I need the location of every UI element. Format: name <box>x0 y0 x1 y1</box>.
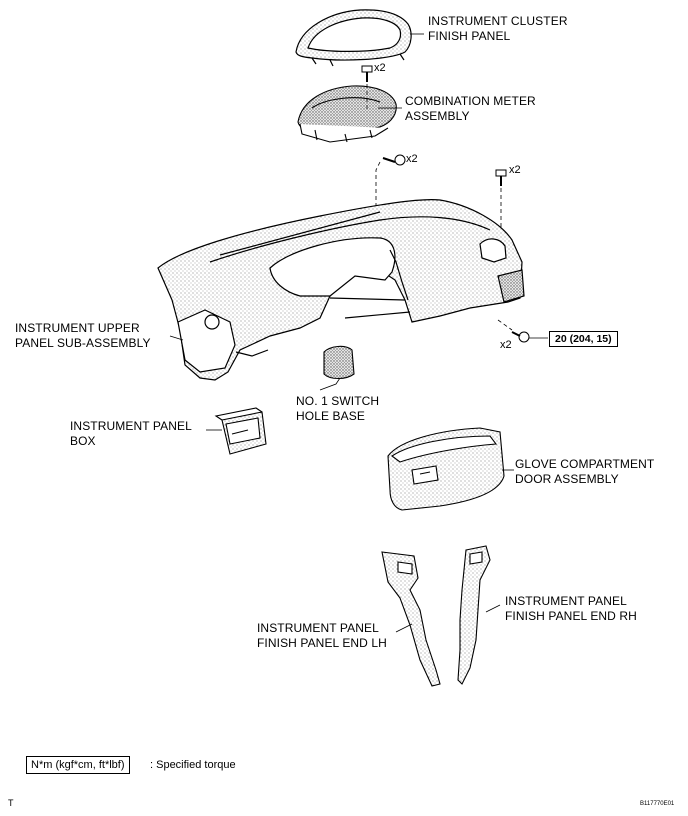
meter-screw-icon <box>361 65 373 82</box>
meter-screw-quantity: x2 <box>374 62 386 74</box>
upper-left-bolt-icon <box>382 154 406 166</box>
combination-meter-assembly-label: COMBINATION METER ASSEMBLY <box>405 94 536 123</box>
finish-panel-end-rh-part <box>457 545 491 685</box>
combination-meter-assembly-part <box>297 85 397 143</box>
instrument-panel-box-part <box>214 407 267 455</box>
finish-panel-end-rh-label: INSTRUMENT PANEL FINISH PANEL END RH <box>505 594 637 623</box>
finish-panel-end-lh-part <box>381 551 441 687</box>
no1-switch-hole-base-part <box>323 345 355 380</box>
instrument-upper-panel-part <box>157 199 525 381</box>
upper-right-bolt-quantity: x2 <box>509 164 521 176</box>
glove-compartment-label: GLOVE COMPARTMENT DOOR ASSEMBLY <box>515 457 655 486</box>
no1-switch-hole-base-label: NO. 1 SWITCH HOLE BASE <box>296 394 380 423</box>
instrument-upper-panel-label: INSTRUMENT UPPER PANEL SUB-ASSEMBLY <box>15 321 151 350</box>
instrument-cluster-finish-panel-part <box>295 9 412 67</box>
finish-panel-end-lh-label: INSTRUMENT PANEL FINISH PANEL END LH <box>257 621 387 650</box>
side-bolt-quantity: x2 <box>500 339 512 351</box>
legend-torque-unit-box: N*m (kgf*cm, ft*lbf) <box>26 756 130 774</box>
corner-mark: T <box>8 798 14 808</box>
legend-torque-text: : Specified torque <box>150 759 236 771</box>
upper-left-bolt-quantity: x2 <box>406 153 418 165</box>
glove-compartment-part <box>387 427 505 511</box>
label-leader-lines <box>169 33 514 633</box>
upper-right-bolt-icon <box>495 169 507 186</box>
figure-code: B117770E01 <box>640 801 675 807</box>
side-bolt-icon <box>511 331 530 343</box>
instrument-cluster-finish-panel-label: INSTRUMENT CLUSTER FINISH PANEL <box>428 14 568 43</box>
torque-spec-box: 20 (204, 15) <box>549 331 618 347</box>
instrument-panel-box-label: INSTRUMENT PANEL BOX <box>70 419 192 448</box>
